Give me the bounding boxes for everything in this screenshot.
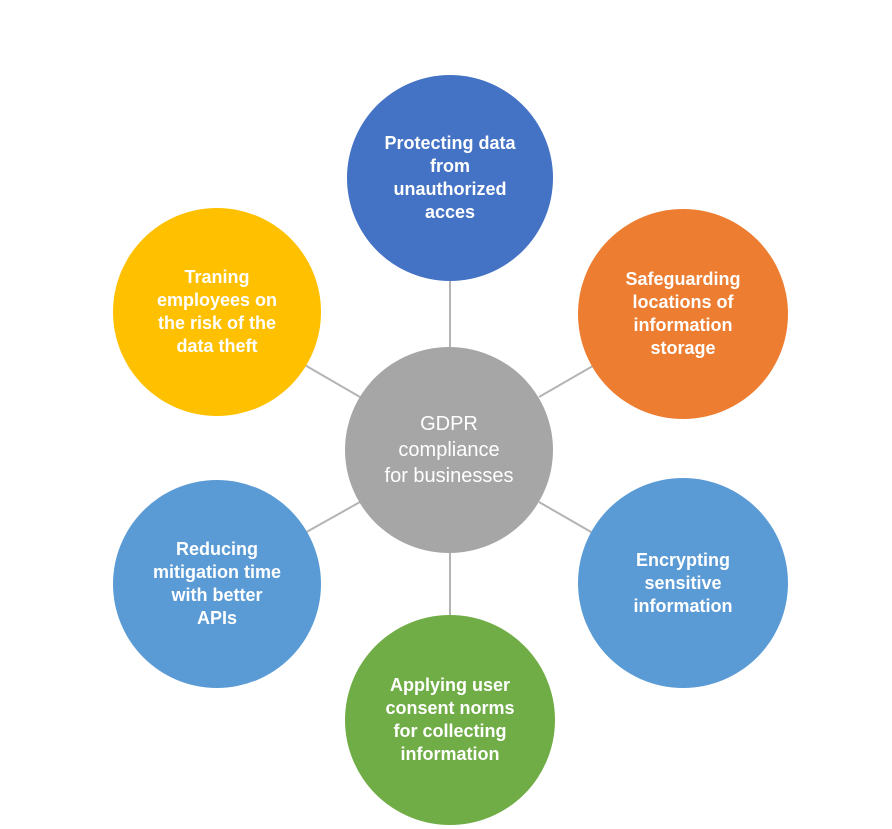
center-node-label: GDPR compliance for businesses — [384, 413, 514, 487]
connector-top-right — [538, 362, 599, 398]
node-reducing-mitigation-label: Reducing mitigation time with better API… — [152, 539, 281, 628]
node-user-consent: Applying user consent norms for collecti… — [345, 615, 555, 825]
node-protecting-data-label: Protecting data from unauthorized acces — [384, 133, 516, 222]
node-training-employees: Traning employees on the risk of the dat… — [113, 208, 321, 416]
node-safeguarding-locations-label: Safeguarding locations of information st… — [625, 269, 741, 358]
connector-bottom-right — [538, 501, 599, 537]
node-training-employees-label: Traning employees on the risk of the dat… — [156, 267, 278, 356]
node-reducing-mitigation: Reducing mitigation time with better API… — [113, 480, 321, 688]
node-user-consent-label: Applying user consent norms for collecti… — [385, 675, 515, 764]
node-safeguarding-locations: Safeguarding locations of information st… — [578, 209, 788, 419]
center-node-gdpr-compliance: GDPR compliance for businesses — [345, 347, 553, 553]
node-protecting-data: Protecting data from unauthorized acces — [347, 75, 553, 281]
node-encrypting-information-label: Encrypting sensitive information — [633, 549, 733, 616]
connector-bottom-left — [302, 501, 361, 535]
connector-top-left — [302, 363, 361, 398]
node-encrypting-information: Encrypting sensitive information — [578, 478, 788, 688]
